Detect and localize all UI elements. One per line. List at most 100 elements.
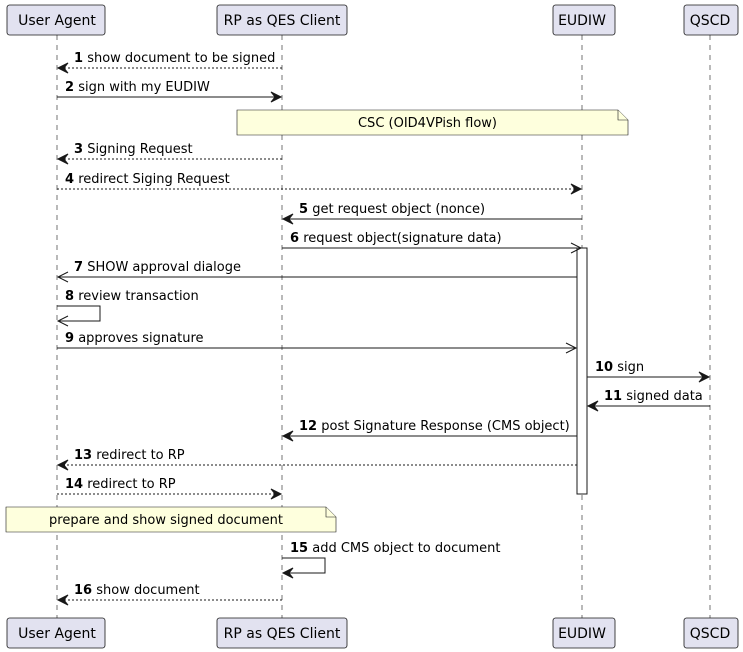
arrowhead	[281, 567, 294, 579]
message-line	[57, 305, 101, 322]
message-number: 5	[299, 202, 308, 217]
message-2: 2 sign with my EUDIW	[57, 80, 283, 103]
participant-qscd-top: QSCD	[683, 4, 739, 36]
eudiw-activation-bar	[576, 247, 588, 495]
participant-box	[683, 617, 739, 649]
message-label: 3 Signing Request	[74, 142, 193, 157]
message-text: sign	[617, 360, 644, 375]
arrowhead	[565, 342, 578, 354]
message-number: 1	[74, 51, 83, 66]
message-label: 14 redirect to RP	[65, 477, 176, 492]
message-number: 16	[74, 583, 92, 598]
arrowhead	[281, 213, 294, 225]
message-number: 2	[65, 80, 74, 95]
message-15: 15 add CMS object to document	[281, 541, 500, 579]
message-number: 12	[299, 419, 317, 434]
participant-rp-bottom: RP as QES Client	[216, 617, 348, 649]
message-label: 11 signed data	[604, 389, 703, 404]
message-5: 5 get request object (nonce)	[281, 202, 582, 225]
message-4: 4 redirect Siging Request	[57, 172, 583, 195]
note-text: CSC (OID4VPish flow)	[358, 116, 497, 131]
message-text: request object(signature data)	[303, 231, 501, 246]
participant-label: User Agent	[18, 13, 96, 29]
message-text: add CMS object to document	[312, 541, 500, 556]
arrowhead	[270, 91, 283, 103]
message-7: 7 SHOW approval dialoge	[56, 260, 577, 283]
message-text: post Signature Response (CMS object)	[321, 419, 570, 434]
note-box	[5, 506, 337, 533]
message-text: SHOW approval dialoge	[87, 260, 241, 275]
message-text: Signing Request	[87, 142, 192, 157]
participant-eudiw-bottom: EUDIW	[552, 617, 616, 649]
message-text: show document	[96, 583, 199, 598]
message-number: 9	[65, 331, 74, 346]
participant-ua-bottom: User Agent	[6, 617, 106, 649]
message-number: 3	[74, 142, 83, 157]
message-number: 7	[74, 260, 83, 275]
message-14: 14 redirect to RP	[57, 477, 283, 500]
message-label: 10 sign	[595, 360, 644, 375]
arrowhead	[698, 371, 711, 383]
message-text: approves signature	[78, 331, 203, 346]
message-number: 11	[604, 389, 622, 404]
message-13: 13 redirect to RP	[56, 448, 577, 471]
arrowhead	[56, 315, 69, 327]
message-label: 15 add CMS object to document	[290, 541, 500, 556]
message-number: 13	[74, 448, 92, 463]
arrowhead	[281, 430, 294, 442]
participant-label: QSCD	[690, 626, 730, 642]
participant-box	[552, 4, 616, 36]
message-text: sign with my EUDIW	[78, 80, 210, 95]
message-number: 6	[290, 231, 299, 246]
message-line	[282, 557, 326, 574]
message-6: 6 request object(signature data)	[282, 231, 583, 254]
message-text: review transaction	[78, 289, 199, 304]
participant-label: EUDIW	[558, 626, 606, 642]
message-16: 16 show document	[56, 583, 282, 606]
participant-label: User Agent	[18, 626, 96, 642]
message-label: 5 get request object (nonce)	[299, 202, 485, 217]
note-1: CSC (OID4VPish flow)	[236, 109, 629, 136]
message-label: 4 redirect Siging Request	[65, 172, 230, 187]
arrowhead	[56, 271, 69, 283]
arrowhead	[56, 153, 69, 165]
participant-label: RP as QES Client	[224, 626, 341, 642]
note-fold	[325, 507, 336, 518]
message-9: 9 approves signature	[57, 331, 578, 354]
message-label: 12 post Signature Response (CMS object)	[299, 419, 570, 434]
participant-qscd-bottom: QSCD	[683, 617, 739, 649]
arrowhead	[56, 62, 69, 74]
note-text: prepare and show signed document	[49, 513, 283, 528]
message-3: 3 Signing Request	[56, 142, 282, 165]
note-2: prepare and show signed document	[5, 506, 337, 533]
arrowhead	[570, 183, 583, 195]
participant-label: EUDIW	[558, 13, 606, 29]
participant-box	[6, 4, 106, 36]
participant-box	[216, 4, 348, 36]
arrowhead	[56, 459, 69, 471]
arrowhead	[56, 594, 69, 606]
message-8: 8 review transaction	[56, 289, 199, 327]
message-label: 1 show document to be signed	[74, 51, 275, 66]
message-text: redirect to RP	[96, 448, 185, 463]
message-text: get request object (nonce)	[312, 202, 485, 217]
message-label: 6 request object(signature data)	[290, 231, 502, 246]
arrowhead	[270, 488, 283, 500]
message-label: 2 sign with my EUDIW	[65, 80, 210, 95]
participant-label: QSCD	[690, 13, 730, 29]
message-12: 12 post Signature Response (CMS object)	[281, 419, 577, 442]
participant-rp-top: RP as QES Client	[216, 4, 348, 36]
participant-box	[683, 4, 739, 36]
message-number: 15	[290, 541, 308, 556]
message-text: signed data	[626, 389, 703, 404]
message-10: 10 sign	[587, 360, 711, 383]
note-fold	[617, 110, 628, 121]
message-number: 8	[65, 289, 74, 304]
participant-eudiw-top: EUDIW	[552, 4, 616, 36]
message-1: 1 show document to be signed	[56, 51, 282, 74]
message-label: 13 redirect to RP	[74, 448, 185, 463]
message-text: redirect to RP	[87, 477, 176, 492]
message-text: redirect Siging Request	[78, 172, 230, 187]
participant-ua-top: User Agent	[6, 4, 106, 36]
